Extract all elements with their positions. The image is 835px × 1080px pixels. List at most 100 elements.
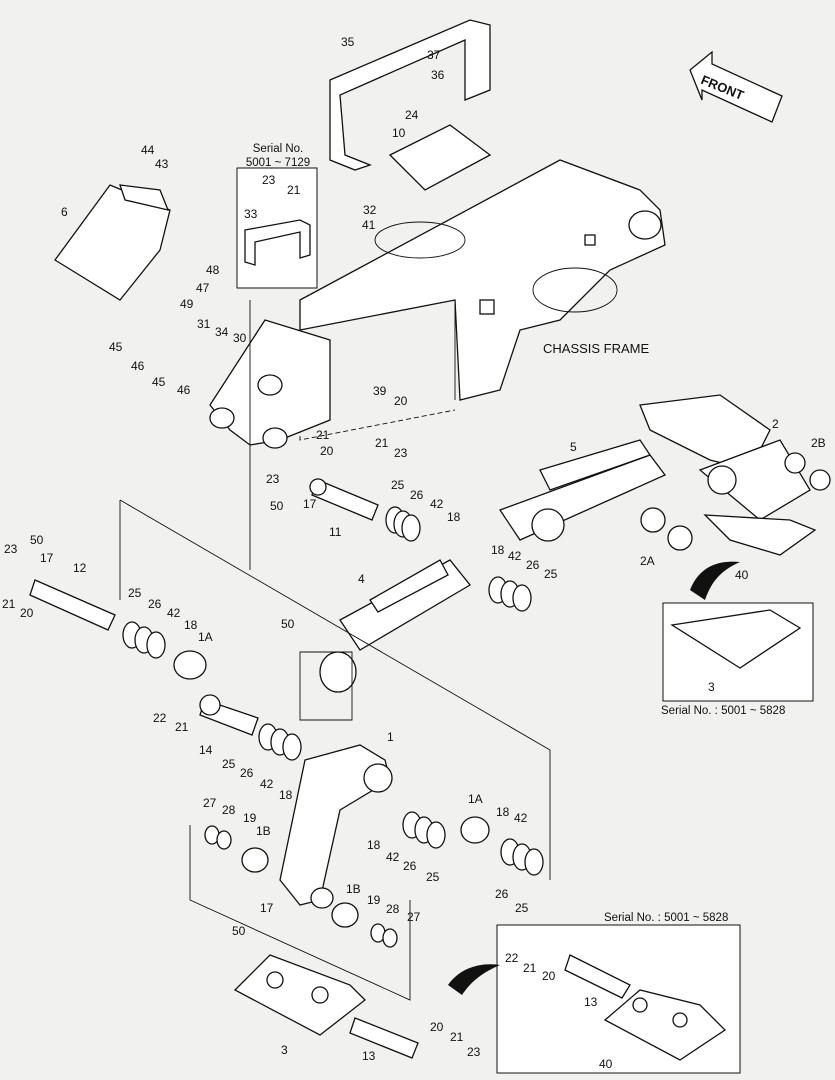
serial3-label-21: 21: [523, 961, 537, 975]
serial1-label-33: 33: [244, 207, 258, 221]
label-3: 3: [281, 1043, 288, 1057]
label-42d: 42: [260, 777, 274, 791]
label-21d: 21: [450, 1030, 464, 1044]
label-42a: 42: [430, 497, 444, 511]
label-26f: 26: [495, 887, 509, 901]
label-46b: 46: [177, 383, 191, 397]
serial3-label-22: 22: [505, 951, 519, 965]
pin-11-part: [309, 478, 379, 521]
pin-13-part: [349, 1017, 419, 1059]
serial3-label-20: 20: [542, 969, 556, 983]
label-20b: 20: [320, 444, 334, 458]
label-19a: 19: [243, 811, 257, 825]
label-26a: 26: [410, 488, 424, 502]
label-13: 13: [362, 1049, 376, 1063]
label-42c: 42: [167, 606, 181, 620]
label-23c: 23: [467, 1045, 481, 1059]
label-45a: 45: [109, 340, 123, 354]
label-20-left: 20: [20, 606, 34, 620]
label-23a: 23: [394, 446, 408, 460]
label-18a: 18: [447, 510, 461, 524]
label-42b: 42: [508, 549, 522, 563]
pin-14-part: [199, 694, 259, 736]
label-26e: 26: [403, 859, 417, 873]
label-18f: 18: [496, 805, 510, 819]
shim-washer-stacks: [122, 506, 544, 948]
serial-box-3-caption: Serial No. : 5001 ~ 5828: [604, 912, 729, 924]
guard-cover-part: [54, 184, 171, 301]
label-41: 41: [362, 218, 376, 232]
pad-3-part: [233, 954, 366, 1036]
label-28b: 28: [386, 902, 400, 916]
label-21a: 21: [375, 436, 389, 450]
label-5: 5: [570, 440, 577, 454]
bushing-2B-part: [784, 452, 831, 491]
label-26c: 26: [148, 597, 162, 611]
chassis-frame: [299, 159, 666, 441]
bushing-1B-lower-part: [331, 902, 359, 928]
label-23b: 23: [266, 472, 280, 486]
label-25f: 25: [515, 901, 529, 915]
label-1B-right: 1B: [346, 882, 361, 896]
pad-3-inset-part: [670, 609, 802, 669]
label-45b: 45: [152, 375, 166, 389]
label-50b: 50: [281, 617, 295, 631]
label-42f: 42: [514, 811, 528, 825]
label-1A: 1A: [198, 630, 213, 644]
serial1-label-21: 21: [287, 183, 301, 197]
guide-lines: [119, 300, 551, 1001]
label-37: 37: [427, 48, 441, 62]
label-21c: 21: [175, 720, 189, 734]
label-18e: 18: [367, 838, 381, 852]
serial1-label-23: 23: [262, 173, 276, 187]
bushing-1A-part: [173, 650, 207, 680]
serial-box-1-line2: 5001 ~ 7129: [245, 157, 311, 170]
label-50a: 50: [270, 499, 284, 513]
label-18b: 18: [491, 543, 505, 557]
serial-box-1-caption: Serial No. 5001 ~ 7129: [240, 142, 316, 171]
label-25d: 25: [222, 757, 236, 771]
label-35: 35: [341, 35, 355, 49]
label-1A-right: 1A: [468, 792, 483, 806]
cover-plate-part: [388, 124, 492, 191]
chassis-frame-label: CHASSIS FRAME: [543, 341, 650, 356]
roll-bar-part: [329, 19, 491, 171]
label-17-left: 17: [40, 551, 54, 565]
label-46a: 46: [131, 359, 145, 373]
label-17b: 17: [260, 901, 274, 915]
pin-13-inset-part: [564, 954, 631, 999]
view-arrow-icon-2: [448, 964, 500, 995]
bushing-1A-right-part: [460, 816, 490, 844]
label-11: 11: [329, 525, 342, 539]
label-42e: 42: [386, 850, 400, 864]
label-21b: 21: [316, 428, 330, 442]
pad-40-inset-part: [603, 989, 727, 1061]
swing-bracket-1-part: [279, 744, 393, 909]
label-2: 2: [772, 417, 779, 431]
cylinder-4-part: [319, 559, 471, 693]
label-20c: 20: [430, 1020, 444, 1034]
label-20a: 20: [394, 394, 408, 408]
serial3-label-13: 13: [584, 995, 598, 1009]
label-1: 1: [387, 730, 394, 744]
label-26b: 26: [526, 558, 540, 572]
label-17a: 17: [303, 497, 317, 511]
label-43: 43: [155, 157, 169, 171]
label-25e: 25: [426, 870, 440, 884]
label-39: 39: [373, 384, 387, 398]
label-24: 24: [405, 108, 419, 122]
label-50c: 50: [232, 924, 246, 938]
label-40a: 40: [735, 568, 749, 582]
label-47: 47: [196, 281, 210, 295]
label-50-left: 50: [30, 533, 44, 547]
label-4: 4: [358, 572, 365, 586]
label-36: 36: [431, 68, 445, 82]
label-25c: 25: [128, 586, 142, 600]
front-arrow-icon: [689, 50, 783, 123]
bushing-2A-part: [640, 507, 693, 551]
label-18c: 18: [184, 618, 198, 632]
label-27b: 27: [407, 910, 421, 924]
serial3-label-40: 40: [599, 1057, 613, 1071]
label-2A: 2A: [640, 554, 655, 568]
